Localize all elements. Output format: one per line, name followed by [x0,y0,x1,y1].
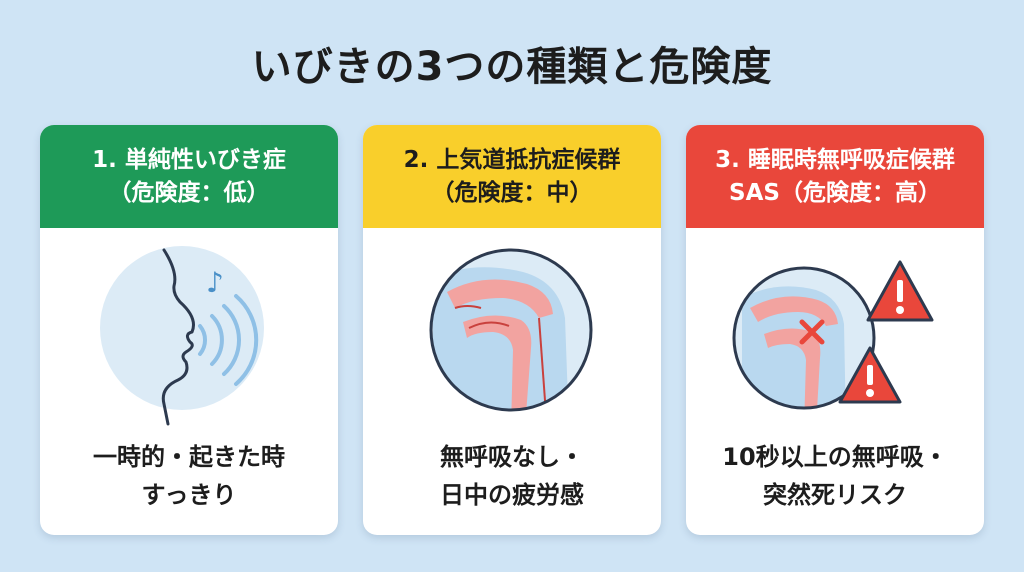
card-row: 1. 単純性いびき症 （危険度：低） ♪ 一時的・起きた時 すっきり 2. 上気… [40,125,984,535]
card-description: 一時的・起きた時 すっきり [93,443,285,509]
card-title: 3. 睡眠時無呼吸症候群 [715,146,955,173]
card-title: 1. 単純性いびき症 [92,146,286,173]
card-title: 2. 上気道抵抗症候群 [403,146,621,173]
card-sas: 3. 睡眠時無呼吸症候群 SAS（危険度：高） [686,125,984,535]
card-description: 無呼吸なし・ 日中の疲労感 [440,443,584,509]
card-risk-level: （危険度：中） [431,179,593,206]
card-header-red: 3. 睡眠時無呼吸症候群 SAS（危険度：高） [686,125,984,228]
face-snoring-icon: ♪ [40,238,338,428]
card-description: 10秒以上の無呼吸・ 突然死リスク [722,443,948,509]
svg-text:♪: ♪ [206,266,224,299]
card-header-yellow: 2. 上気道抵抗症候群 （危険度：中） [363,125,661,228]
page-title: いびきの3つの種類と危険度 [251,44,773,90]
card-header-green: 1. 単純性いびき症 （危険度：低） [40,125,338,228]
airway-cross-section-icon [363,238,661,428]
card-simple-snoring: 1. 単純性いびき症 （危険度：低） ♪ 一時的・起きた時 すっきり [40,125,338,535]
card-risk-level: SAS（危険度：高） [729,179,941,206]
card-risk-level: （危険度：低） [108,179,270,206]
blocked-airway-warning-icon [686,238,984,428]
card-uars: 2. 上気道抵抗症候群 （危険度：中） 無呼吸 [363,125,661,535]
